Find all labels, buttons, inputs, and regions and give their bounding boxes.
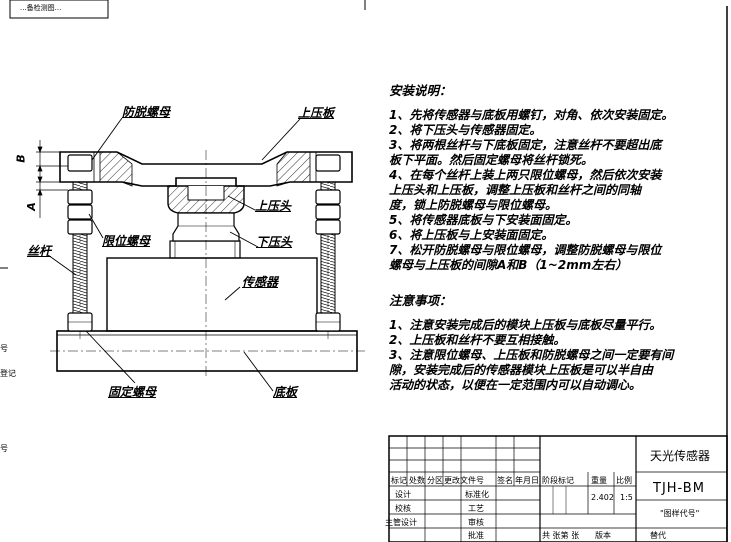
- caution-line: 活动的状态，以便在一定范围内可以自动调心。: [389, 378, 642, 392]
- lower-head-label: 下压头: [256, 235, 293, 249]
- center-lines: [50, 150, 365, 378]
- header-zone: 分区: [427, 476, 443, 485]
- role-approve: 批准: [468, 531, 484, 540]
- install-notes: 1、先将传感器与底板用螺钉，对角、依次安装固定。 2、将下压头与传感器固定。 3…: [389, 108, 673, 273]
- base-plate-label: 底板: [273, 385, 298, 399]
- upper-head-label: 上压头: [255, 199, 292, 213]
- install-line: 度，锁上防脱螺母与限位螺母。: [389, 198, 558, 212]
- install-title: 安装说明：: [389, 83, 452, 98]
- edge-fragment-2: 登记: [0, 369, 16, 378]
- version-label: 版本: [595, 531, 611, 540]
- install-line: 1、先将传感器与底板用螺钉，对角、依次安装固定。: [389, 108, 674, 122]
- install-line: 5、将传感器底板与下安装面固定。: [389, 213, 578, 227]
- limit-nut-label: 限位螺母: [102, 234, 151, 248]
- sensor-label: 传感器: [242, 275, 279, 289]
- limit-nut-shapes: [67, 189, 341, 235]
- install-line: 6、将上压板与上安装面固定。: [389, 228, 554, 242]
- dimension-ab: [36, 140, 68, 218]
- caution-title: 注意事项：: [389, 293, 452, 308]
- caution-line: 隙，安装完成后的传感器模块上压板是可以半自由: [389, 363, 654, 377]
- anti-loose-nut-shapes: [67, 154, 341, 172]
- caution-notes: 1、注意安装完成后的模块上压板与底板尽量平行。 2、上压板和丝杆不要互相接触。 …: [389, 318, 673, 393]
- edge-fragment-1: 号: [0, 344, 8, 353]
- title-block-grid: [388, 435, 728, 542]
- caution-line: 1、注意安装完成后的模块上压板与底板尽量平行。: [389, 318, 662, 332]
- sensor-shape: [106, 240, 318, 332]
- caution-line: 2、上压板和丝杆不要互相接触。: [389, 333, 566, 347]
- drawing-number: TJH-BM: [653, 481, 705, 496]
- role-standardize: 标准化: [465, 490, 489, 499]
- upper-plate-label: 上压板: [298, 106, 335, 120]
- header-sign: 签名: [497, 476, 513, 485]
- install-line: 7、松开防脱螺母与限位螺母，调整防脱螺母与限位: [389, 243, 662, 257]
- header-mark: 标记: [391, 476, 407, 485]
- leader-lines: [47, 117, 301, 392]
- replace-label: 替代: [650, 531, 666, 540]
- role-process: 工艺: [468, 504, 484, 513]
- header-change-doc: 更改文件号: [444, 476, 484, 485]
- role-check: 校核: [395, 504, 411, 513]
- corner-stamp: ...备检测图...: [20, 4, 62, 12]
- role-design: 设计: [395, 490, 411, 499]
- scale-value: 1:5: [620, 493, 633, 502]
- header-count: 处数: [409, 476, 425, 485]
- fixing-nut-shapes: [67, 312, 341, 332]
- role-review: 审核: [468, 518, 484, 527]
- product-name: 天光传感器: [650, 449, 711, 463]
- edge-fragment-3: 号: [0, 444, 8, 453]
- install-line: 板下平面。然后固定螺母将丝杆锁死。: [389, 153, 594, 167]
- install-line: 上压头和上压板，调整上压板和丝杆之间的同轴: [389, 183, 642, 197]
- caution-line: 3、注意限位螺母、上压板和防脱螺母之间一定要有间: [389, 348, 674, 362]
- install-line: 3、将两根丝杆与下底板固定，注意丝杆不要超出底: [389, 138, 662, 152]
- install-line: 螺母与上压板的间隙A和B（1~2mm左右）: [389, 258, 628, 272]
- anti-loose-nut-label: 防脱螺母: [122, 105, 171, 119]
- role-chief-design: 主管设计: [385, 518, 417, 527]
- install-line: 2、将下压头与传感器固定。: [389, 123, 542, 137]
- weight-value: 2.402: [591, 493, 614, 502]
- install-line: 4、在每个丝杆上装上两只限位螺母，然后依次安装: [389, 168, 662, 182]
- screw-rod-label: 丝杆: [27, 244, 52, 258]
- weight-header: 重量: [591, 476, 607, 485]
- stage-mark-header: 阶段标记: [542, 476, 574, 485]
- dim-a-label: A: [24, 202, 38, 211]
- drawing-code-label: "图样代号": [660, 509, 700, 518]
- sheet-info: 共 张第 张: [542, 531, 580, 540]
- header-date: 年月日: [515, 476, 539, 485]
- fixing-nut-label: 固定螺母: [108, 385, 157, 399]
- dim-b-label: B: [14, 154, 28, 163]
- scale-header: 比例: [616, 476, 632, 485]
